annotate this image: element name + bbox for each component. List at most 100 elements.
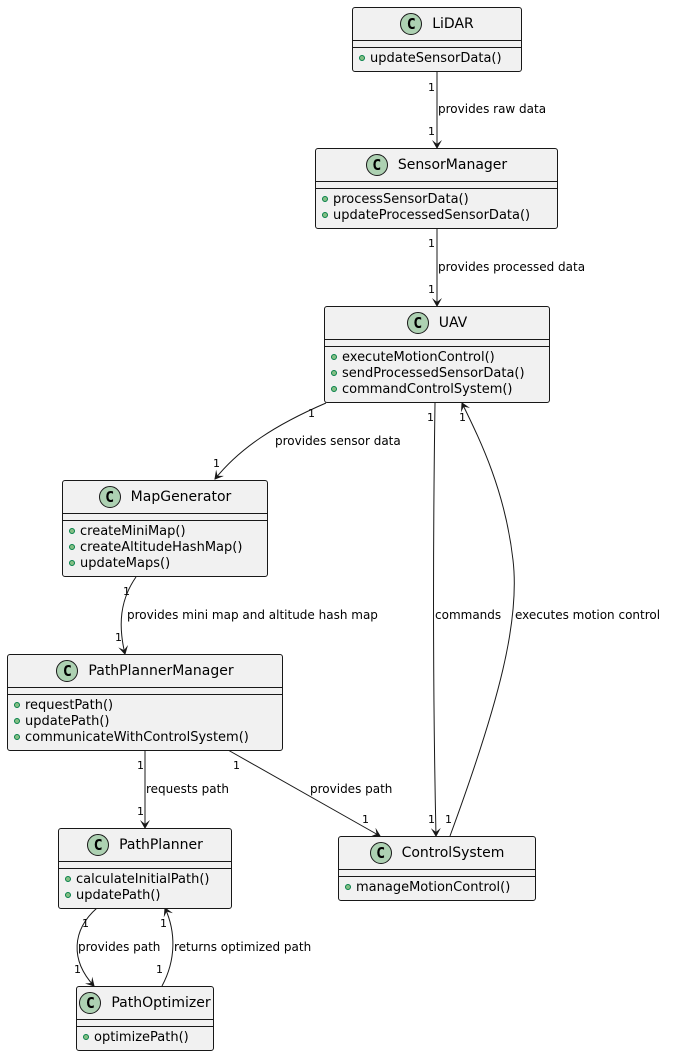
class-name: MapGenerator <box>130 489 232 505</box>
method-item: communicateWithControlSystem() <box>14 729 278 745</box>
class-header: C SensorManager <box>316 149 557 181</box>
multiplicity-label: 1 <box>427 411 434 424</box>
multiplicity-label: 1 <box>428 81 435 94</box>
edge-controlsystem-uav <box>449 402 515 837</box>
multiplicity-label: 1 <box>362 813 369 826</box>
relation-label: returns optimized path <box>174 940 312 954</box>
method-item: createMiniMap() <box>69 523 263 539</box>
public-method-icon <box>331 386 337 392</box>
relation-label: provides raw data <box>438 102 547 116</box>
attribute-compartment <box>325 339 549 347</box>
class-map-generator[interactable]: C MapGenerator createMiniMap() createAlt… <box>62 480 268 577</box>
attribute-compartment <box>353 40 521 48</box>
multiplicity-label: 1 <box>428 125 435 138</box>
public-method-icon <box>65 892 71 898</box>
class-header: C ControlSystem <box>339 837 535 869</box>
class-name: SensorManager <box>397 157 508 173</box>
public-method-icon <box>345 884 351 890</box>
attribute-compartment <box>316 181 557 189</box>
method-list: executeMotionControl() sendProcessedSens… <box>331 349 545 397</box>
attribute-compartment <box>63 513 267 521</box>
class-header: C LiDAR <box>353 8 521 40</box>
multiplicity-label: 1 <box>233 759 240 772</box>
class-name: PathPlannerManager <box>88 663 234 679</box>
public-method-icon <box>359 55 365 61</box>
class-c-icon: C <box>79 992 102 1014</box>
relation-label: provides path <box>78 940 161 954</box>
edge-pathplannermanager-controlsystem <box>227 749 381 837</box>
multiplicity-label: 1 <box>428 283 435 296</box>
edge-pathoptimizer-pathplanner <box>161 907 174 987</box>
class-name: ControlSystem <box>401 845 505 861</box>
relation-label: provides sensor data <box>275 434 401 448</box>
method-item: calculateInitialPath() <box>65 871 227 887</box>
class-header: C PathPlanner <box>59 829 231 861</box>
attribute-compartment <box>339 869 535 877</box>
method-item: updateMaps() <box>69 555 263 571</box>
class-control-system[interactable]: C ControlSystem manageMotionControl() <box>338 836 536 901</box>
relation-label: provides path <box>310 782 393 796</box>
public-method-icon <box>65 876 71 882</box>
class-path-planner[interactable]: C PathPlanner calculateInitialPath() upd… <box>58 828 232 909</box>
multiplicity-label: 1 <box>123 585 130 598</box>
method-item: executeMotionControl() <box>331 349 545 365</box>
method-item: commandControlSystem() <box>331 381 545 397</box>
class-path-planner-manager[interactable]: C PathPlannerManager requestPath() updat… <box>7 654 283 751</box>
class-c-icon: C <box>406 312 429 334</box>
class-c-icon: C <box>98 486 121 508</box>
class-header: C PathPlannerManager <box>8 655 282 687</box>
attribute-compartment <box>59 861 231 869</box>
class-path-optimizer[interactable]: C PathOptimizer optimizePath() <box>76 986 214 1051</box>
public-method-icon <box>14 734 20 740</box>
method-item: sendProcessedSensorData() <box>331 365 545 381</box>
class-name: LiDAR <box>432 16 474 32</box>
method-list: optimizePath() <box>83 1029 209 1045</box>
class-sensor-manager[interactable]: C SensorManager processSensorData() upda… <box>315 148 558 229</box>
class-c-icon: C <box>400 13 423 35</box>
edge-uav-mapgenerator <box>214 402 327 480</box>
method-list: manageMotionControl() <box>345 879 531 895</box>
class-name: PathOptimizer <box>111 995 211 1011</box>
class-uav[interactable]: C UAV executeMotionControl() sendProcess… <box>324 306 550 403</box>
relation-label: provides processed data <box>438 260 586 274</box>
public-method-icon <box>83 1034 89 1040</box>
method-item: requestPath() <box>14 697 278 713</box>
relation-label: requests path <box>146 782 229 796</box>
public-method-icon <box>69 560 75 566</box>
method-list: createMiniMap() createAltitudeHashMap() … <box>69 523 263 571</box>
method-item: optimizePath() <box>83 1029 209 1045</box>
method-list: processSensorData() updateProcessedSenso… <box>322 191 553 223</box>
multiplicity-label: 1 <box>156 963 163 976</box>
class-name: PathPlanner <box>119 837 203 853</box>
multiplicity-label: 1 <box>160 917 167 930</box>
relation-label: provides mini map and altitude hash map <box>127 608 378 622</box>
class-header: C MapGenerator <box>63 481 267 513</box>
method-item: createAltitudeHashMap() <box>69 539 263 555</box>
public-method-icon <box>322 212 328 218</box>
public-method-icon <box>69 528 75 534</box>
method-item: processSensorData() <box>322 191 553 207</box>
class-c-icon: C <box>56 660 79 682</box>
method-item: manageMotionControl() <box>345 879 531 895</box>
method-list: calculateInitialPath() updatePath() <box>65 871 227 903</box>
class-header: C UAV <box>325 307 549 339</box>
multiplicity-label: 1 <box>82 917 89 930</box>
class-lidar[interactable]: C LiDAR updateSensorData() <box>352 7 522 72</box>
class-c-icon: C <box>369 842 392 864</box>
edge-uav-controlsystem <box>430 402 441 837</box>
multiplicity-label: 1 <box>74 963 81 976</box>
public-method-icon <box>331 354 337 360</box>
method-list: updateSensorData() <box>359 50 517 66</box>
public-method-icon <box>69 544 75 550</box>
multiplicity-label: 1 <box>308 407 315 420</box>
public-method-icon <box>14 702 20 708</box>
method-list: requestPath() updatePath() communicateWi… <box>14 697 278 745</box>
class-header: C PathOptimizer <box>77 987 213 1019</box>
public-method-icon <box>322 196 328 202</box>
multiplicity-label: 1 <box>213 457 220 470</box>
class-name: UAV <box>438 315 468 331</box>
method-item: updatePath() <box>14 713 278 729</box>
multiplicity-label: 1 <box>428 237 435 250</box>
multiplicity-label: 1 <box>428 813 435 826</box>
